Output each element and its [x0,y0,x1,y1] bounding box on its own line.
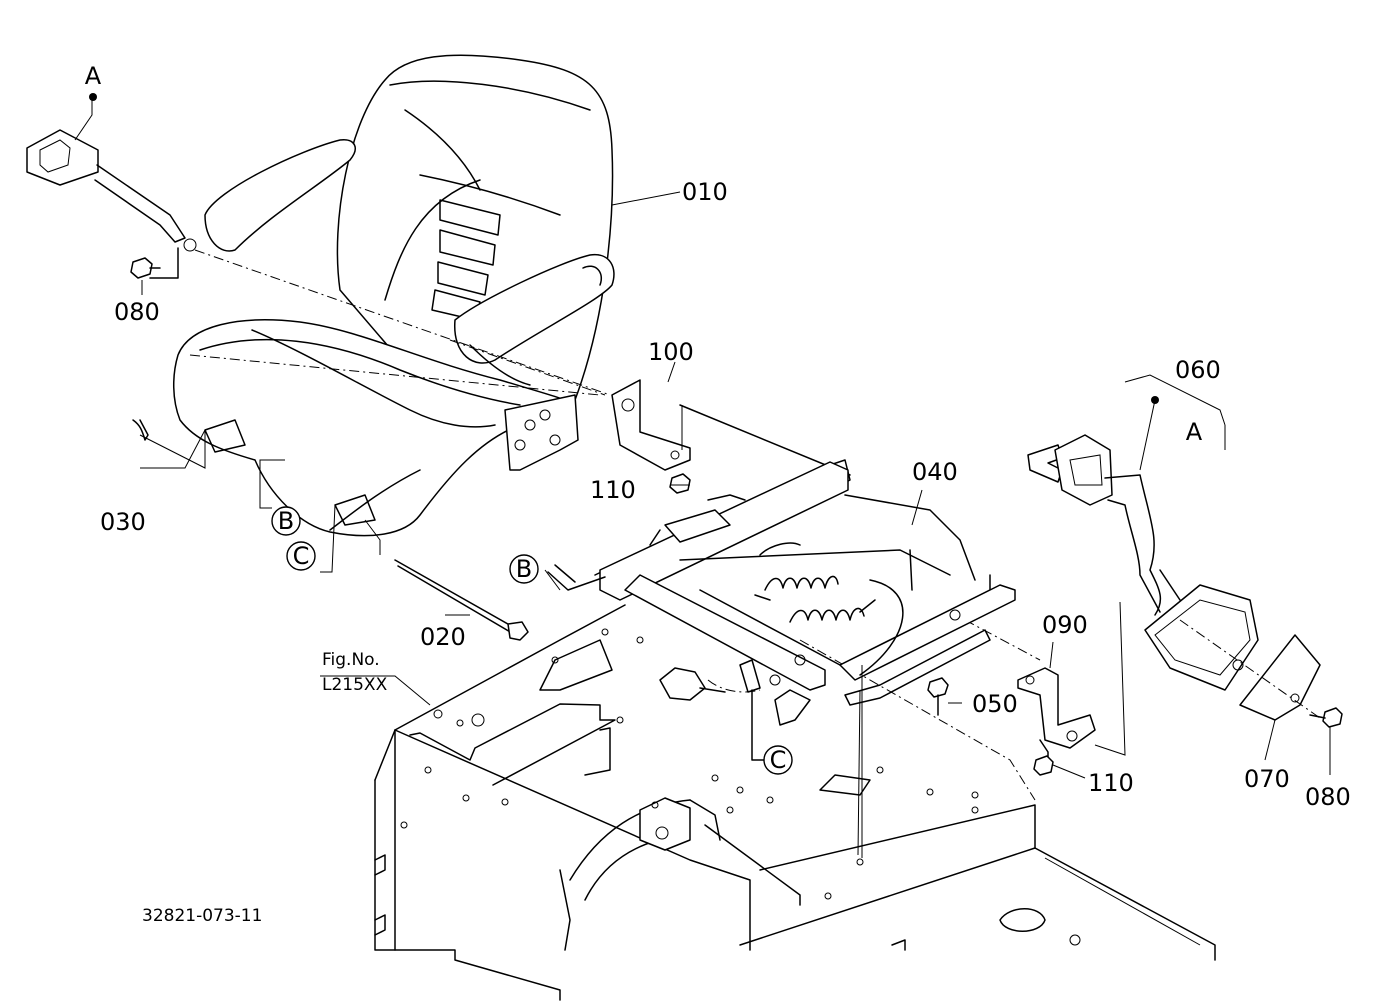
rod-020 [394,559,529,641]
fig-no-value: L215XX [322,675,388,695]
bracket-090 [1017,667,1096,761]
svg-text:C: C [770,746,787,774]
bolt-080-left [130,257,161,279]
seat-belt-buckle-left [26,129,197,279]
callout-b-frame: B [509,554,539,584]
seat-010 [172,54,615,537]
label-090: 090 [1042,611,1088,639]
ref-a-right: A [1186,418,1203,446]
label-030: 030 [100,508,146,536]
label-080-right: 080 [1305,783,1351,811]
label-050: 050 [972,690,1018,718]
label-100: 100 [648,338,694,366]
pin-030 [132,419,206,469]
svg-text:C: C [293,542,310,570]
label-060: 060 [1175,356,1221,384]
nut-110-left [669,473,691,494]
callout-c-frame: C [763,745,793,775]
label-010: 010 [682,178,728,206]
label-110-right: 110 [1088,769,1134,797]
ref-dot-a-top [89,93,97,101]
callout-b-seat: B [271,506,301,536]
label-020: 020 [420,623,466,651]
label-110-left: 110 [590,476,636,504]
leader-lines [74,98,1331,858]
fig-no-label: Fig.No. [322,650,380,670]
chassis-frame [374,604,1216,1001]
seat-suspension-040 [547,404,1016,761]
label-070: 070 [1244,765,1290,793]
label-080-left: 080 [114,298,160,326]
seat-belt-060 [1027,434,1259,691]
nut-110-right [1033,755,1054,776]
svg-text:B: B [516,555,532,583]
bolt-050 [927,677,949,716]
ref-dot-a-right [1151,396,1159,404]
callout-c-seat: C [286,541,316,571]
bracket-100 [611,379,691,471]
drawing-number: 32821-073-11 [142,906,262,926]
svg-text:B: B [278,507,294,535]
label-040: 040 [912,458,958,486]
bolt-080-right [1309,707,1343,728]
ref-a-top: A [85,62,102,90]
